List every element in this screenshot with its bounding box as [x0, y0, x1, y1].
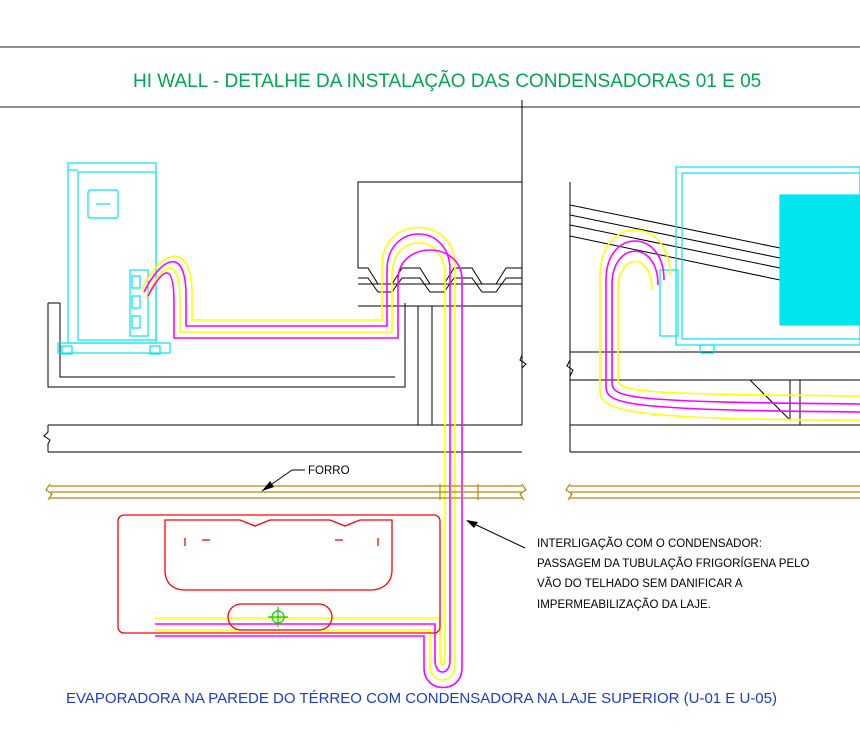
interconnection-note: INTERLIGAÇÃO COM O CONDENSADOR: PASSAGEM… [537, 537, 810, 611]
right-refrigerant-pipes [599, 229, 860, 421]
right-condenser-unit [659, 166, 860, 354]
note-line-3: VÃO DO TELHADO SEM DANIFICAR A [537, 577, 743, 590]
left-structure [43, 100, 527, 453]
note-leader [466, 520, 526, 549]
forro-label: FORRO [308, 465, 350, 477]
ceiling-forro [45, 483, 860, 501]
note-line-2: PASSAGEM DA TUBULAÇÃO FRIGORÍGENA PELO [537, 557, 810, 570]
left-condenser-unit [57, 162, 171, 355]
drawing-caption: EVAPORADORA NA PAREDE DO TÉRREO COM COND… [66, 690, 777, 707]
drawing-title: HI WALL - DETALHE DA INSTALAÇÃO DAS COND… [133, 70, 761, 92]
evaporator-center-mark [268, 607, 288, 627]
forro-leader: FORRO [261, 465, 350, 492]
note-line-4: IMPERMEABILIZAÇÃO DA LAJE. [537, 598, 711, 611]
note-line-1: INTERLIGAÇÃO COM O CONDENSADOR: [537, 537, 762, 550]
evaporator-unit [117, 514, 441, 634]
left-refrigerant-pipes [141, 226, 463, 689]
